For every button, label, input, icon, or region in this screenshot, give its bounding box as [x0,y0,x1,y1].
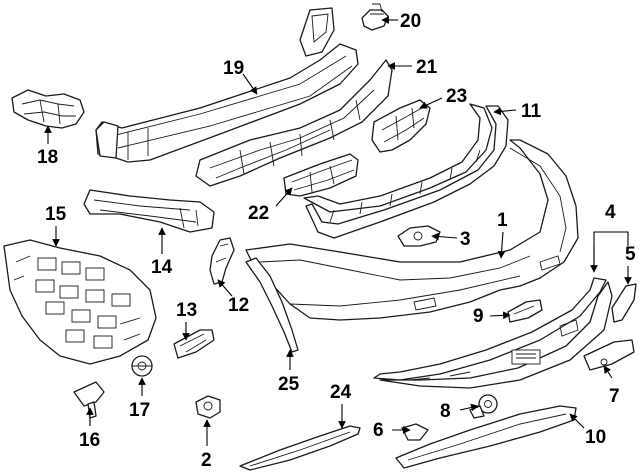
callout-21: 21 [416,57,438,78]
callout-4: 4 [605,202,616,223]
leader-3 [431,232,458,241]
leader-8 [459,403,479,412]
leader-9 [489,311,511,320]
part-reflector-5 [611,283,637,323]
part-bracket-9 [507,299,543,323]
part-push-pin-16 [73,381,105,419]
callout-10: 10 [585,427,606,448]
part-fastener-8 [469,394,498,419]
callout-1: 1 [497,210,508,231]
leader-22 [275,187,293,207]
callout-19: 19 [223,58,244,79]
part-shield-15 [3,239,157,365]
part-clip-13 [173,329,215,359]
part-molding-24 [239,425,361,471]
callout-7: 7 [609,386,620,407]
callout-18: 18 [37,147,58,168]
leader-4 [593,231,629,266]
callout-25: 25 [278,374,300,395]
part-reinforcement-beam-19 [95,7,359,163]
leader-7 [603,365,613,379]
callout-14: 14 [151,257,173,278]
callout-15: 15 [45,204,67,225]
callout-12: 12 [228,295,249,316]
part-fastener-20 [361,3,389,31]
callout-6: 6 [373,420,384,441]
leader-12 [217,279,233,297]
leader-23 [419,97,443,109]
part-bracket-23 [371,99,431,153]
part-nut-17 [131,355,153,377]
part-bracket-18 [11,89,85,129]
part-lower-valance-4 [373,277,613,389]
part-absorber-21 [195,59,393,187]
callout-3: 3 [460,229,471,250]
callout-5: 5 [625,244,636,265]
callout-24: 24 [330,382,352,403]
callout-11: 11 [521,101,542,122]
leader-lines [44,16,632,446]
part-bolt-2 [195,395,221,419]
leader-1 [497,231,506,259]
callout-17: 17 [129,400,150,421]
callout-16: 16 [79,430,100,451]
leader-19 [242,73,258,95]
callout-9: 9 [473,306,484,327]
part-clip-6 [401,423,429,441]
callout-23: 23 [446,86,467,107]
part-bracket-12 [209,237,235,285]
part-bumper-cover-1 [245,139,579,321]
callout-2: 2 [201,450,212,471]
callout-8: 8 [440,401,451,422]
part-absorber-22 [283,153,359,197]
part-upper-support-11 [303,103,509,239]
callout-13: 13 [176,300,197,321]
callout-22: 22 [248,203,269,224]
leader-10 [569,413,585,429]
part-molding-25 [245,257,299,353]
part-lower-reinforcement-14 [83,189,215,233]
leader-11 [493,107,517,116]
part-tow-cover-7 [583,339,635,371]
callout-labels: 1 2 3 4 5 6 7 8 9 10 11 12 13 14 15 16 1… [37,11,636,471]
callout-20: 20 [400,11,421,32]
